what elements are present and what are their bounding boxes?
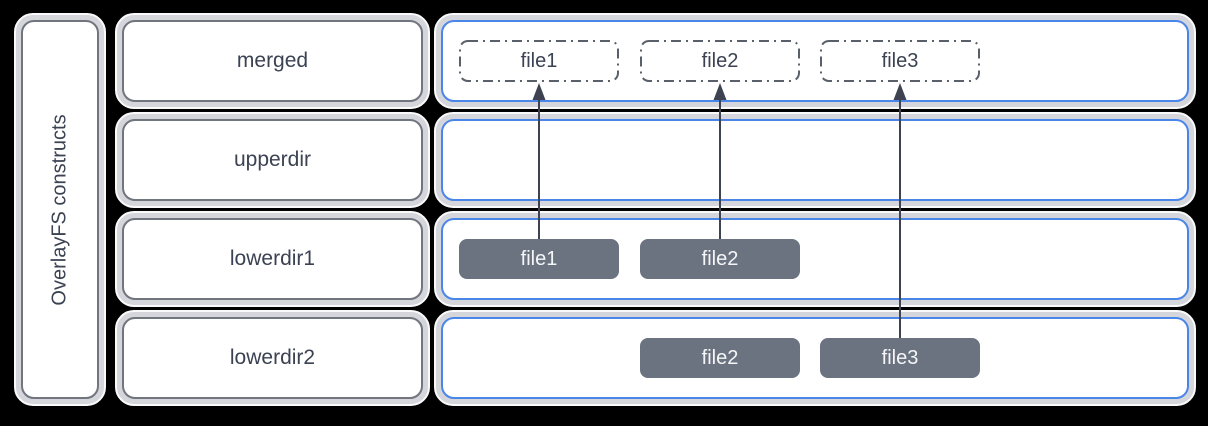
row-label-merged: merged xyxy=(115,13,430,109)
row-content-merged-inner: file1 file2 file3 xyxy=(441,20,1189,102)
merged-file2-box: file2 xyxy=(640,40,800,82)
row-label-lowerdir1-text: lowerdir1 xyxy=(229,247,316,270)
lowerdir1-file1-label: file1 xyxy=(520,247,558,270)
row-content-lowerdir2: file2 file3 xyxy=(434,310,1196,406)
lowerdir1-file1-box: file1 xyxy=(459,239,619,279)
lowerdir2-file2-box: file2 xyxy=(640,338,800,378)
lowerdir1-file2-box: file2 xyxy=(640,239,800,279)
row-content-merged: file1 file2 file3 xyxy=(434,13,1196,109)
merged-file1-label: file1 xyxy=(520,49,558,72)
merged-file3-label: file3 xyxy=(881,49,919,72)
dashed-border-icon xyxy=(459,40,619,82)
row-content-lowerdir1: file1 file2 xyxy=(434,211,1196,307)
row-label-lowerdir2-text: lowerdir2 xyxy=(229,346,316,369)
row-label-upperdir: upperdir xyxy=(115,112,430,208)
dashed-border-icon xyxy=(640,40,800,82)
row-content-upperdir xyxy=(434,112,1196,208)
row-content-upperdir-inner xyxy=(441,119,1189,201)
lowerdir2-file3-box: file3 xyxy=(820,338,980,378)
row-label-lowerdir2: lowerdir2 xyxy=(115,310,430,406)
row-label-lowerdir1: lowerdir1 xyxy=(115,211,430,307)
row-content-lowerdir1-inner: file1 file2 xyxy=(441,218,1189,300)
dashed-border-icon xyxy=(820,40,980,82)
row-label-merged-text: merged xyxy=(236,49,309,72)
lowerdir2-file2-label: file2 xyxy=(701,346,739,369)
row-label-lowerdir1-inner: lowerdir1 xyxy=(122,218,423,300)
lowerdir1-file2-label: file2 xyxy=(701,247,739,270)
row-content-lowerdir2-inner: file2 file3 xyxy=(441,317,1189,399)
side-label: OverlayFS constructs xyxy=(48,113,71,306)
row-label-lowerdir2-inner: lowerdir2 xyxy=(122,317,423,399)
row-label-upperdir-text: upperdir xyxy=(233,148,312,171)
row-label-merged-inner: merged xyxy=(122,20,423,102)
merged-file1-box: file1 xyxy=(459,40,619,82)
merged-file3-box: file3 xyxy=(820,40,980,82)
row-label-upperdir-inner: upperdir xyxy=(122,119,423,201)
side-label-box: OverlayFS constructs xyxy=(14,13,106,406)
merged-file2-label: file2 xyxy=(701,49,739,72)
lowerdir2-file3-label: file3 xyxy=(881,346,919,369)
side-label-inner: OverlayFS constructs xyxy=(21,20,99,399)
